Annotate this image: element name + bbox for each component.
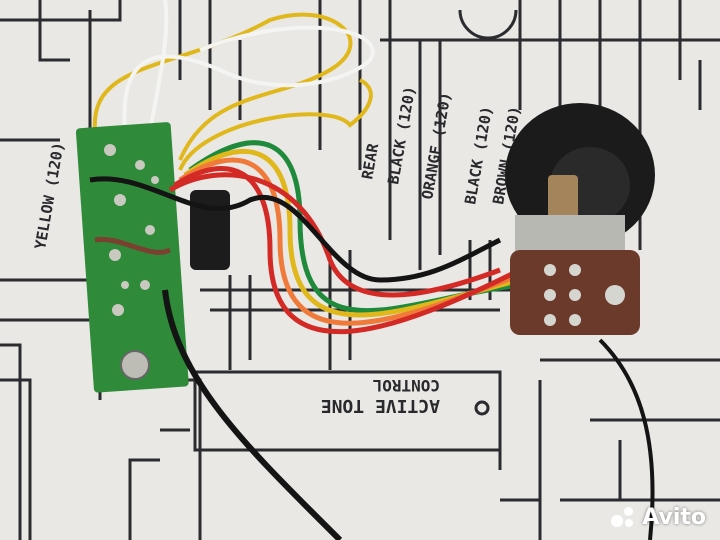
component-capacitor (190, 190, 230, 270)
avito-logo-icon (611, 506, 637, 529)
label-box-line2: CONTROL (373, 376, 440, 395)
colored-wire-bundle (89, 140, 655, 540)
pcb-board (75, 122, 230, 393)
watermark-text: Avito (642, 505, 706, 530)
white-yellow-wires (92, 0, 375, 171)
potentiometer (505, 103, 655, 335)
pot-shaft (548, 175, 578, 220)
avito-watermark: Avito (611, 505, 706, 530)
label-box-line1: ACTIVE TONE (321, 395, 440, 416)
screw-icon (120, 350, 150, 380)
